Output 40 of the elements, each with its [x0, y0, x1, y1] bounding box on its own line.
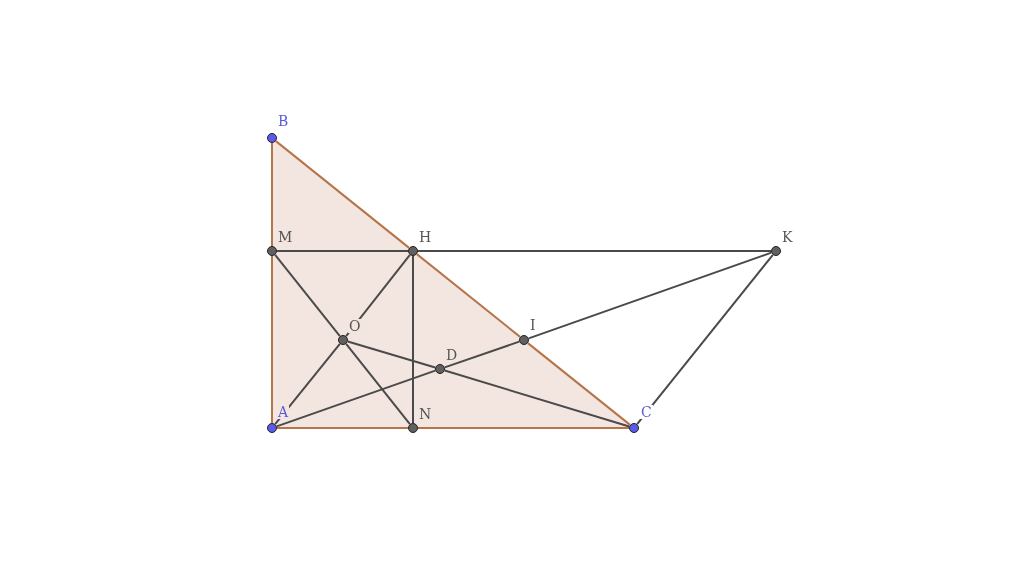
point-dot [408, 246, 418, 256]
line-segment [412, 255, 414, 424]
point-label: B [277, 114, 290, 128]
point-dot [267, 133, 277, 143]
line-segment [443, 369, 631, 428]
point-dot [629, 423, 639, 433]
line-segment [345, 342, 411, 426]
point-label: H [418, 230, 433, 244]
point-label: N [418, 407, 433, 421]
line-segment [415, 253, 522, 338]
line-segment [417, 250, 772, 252]
point-label: A [277, 405, 290, 419]
point-dot [338, 335, 348, 345]
line-segment [417, 427, 630, 429]
line-segment [274, 140, 411, 249]
point-label: D [445, 348, 459, 362]
line-segment [443, 340, 521, 369]
line-segment [527, 251, 773, 340]
line-segment [274, 342, 341, 426]
line-segment [271, 255, 273, 424]
line-segment [526, 342, 632, 426]
point-dot [771, 246, 781, 256]
point-dot [435, 364, 445, 374]
point-label: O [348, 319, 362, 333]
point-dot [267, 423, 277, 433]
line-segment [276, 427, 409, 429]
point-dot [519, 335, 529, 345]
point-label: M [277, 230, 294, 244]
line-segment [275, 369, 437, 428]
line-segment [271, 142, 273, 247]
line-segment [346, 340, 437, 369]
line-segment [636, 253, 774, 426]
point-dot [267, 246, 277, 256]
point-dot [408, 423, 418, 433]
line-segment [345, 253, 411, 338]
point-label: K [781, 230, 794, 244]
line-segment [274, 253, 341, 338]
line-segment [276, 250, 409, 252]
point-label: I [529, 318, 537, 332]
point-label: C [640, 405, 653, 419]
